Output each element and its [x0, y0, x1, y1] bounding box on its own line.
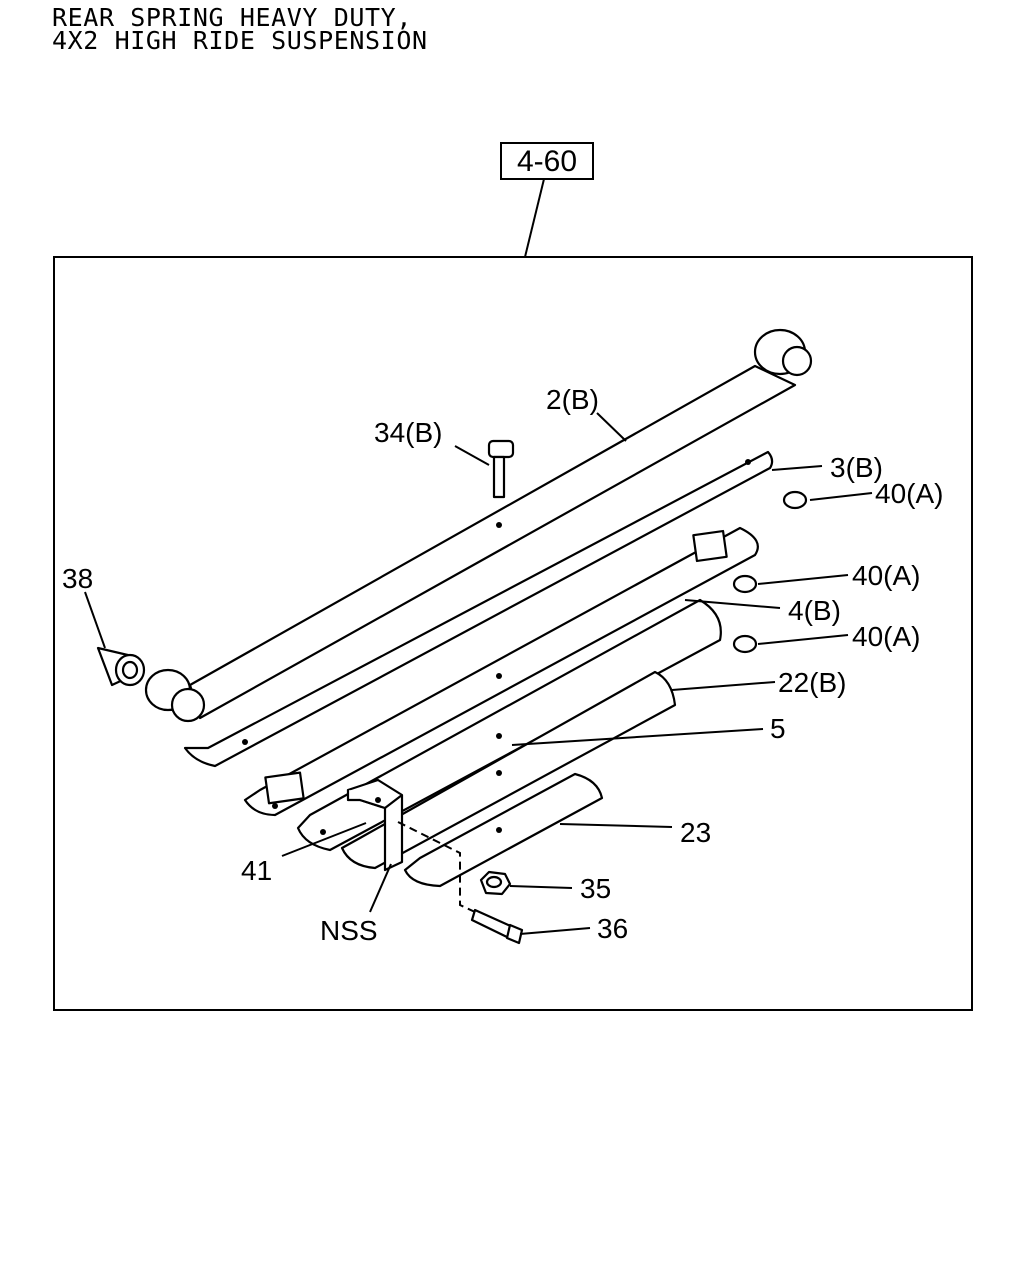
callout-nss: NSS	[320, 915, 378, 946]
callout-40a-3: 40(A)	[852, 621, 920, 652]
third-leaf-part[interactable]	[243, 526, 759, 817]
callout-35: 35	[580, 873, 611, 904]
pad-part-1[interactable]	[782, 490, 808, 510]
callout-36: 36	[597, 913, 628, 944]
bolt-part[interactable]	[397, 821, 524, 945]
bottom-leaf-part[interactable]	[403, 772, 604, 888]
title-line-2: 4X2 HIGH RIDE SUSPENSION	[52, 26, 428, 55]
callout-3b: 3(B)	[830, 452, 883, 483]
center-bracket-part[interactable]	[346, 778, 404, 872]
callout-40a-2: 40(A)	[852, 560, 920, 591]
callout-40a-1: 40(A)	[875, 478, 943, 509]
title-line-1: REAR SPRING HEAVY DUTY,	[52, 3, 412, 32]
pad-part-3[interactable]	[732, 634, 758, 654]
callout-2b: 2(B)	[546, 384, 599, 415]
callout-4b: 4(B)	[788, 595, 841, 626]
pad-part-2[interactable]	[732, 574, 758, 594]
center-bolt-part[interactable]	[487, 439, 515, 499]
second-leaf-part[interactable]	[183, 450, 774, 768]
diagram-frame	[53, 256, 973, 1011]
callout-23: 23	[680, 817, 711, 848]
fourth-leaf-part[interactable]	[296, 598, 722, 852]
callout-34b: 34(B)	[374, 417, 442, 448]
fifth-leaf-part[interactable]	[340, 670, 677, 870]
reference-label: 4-60	[517, 145, 577, 178]
reference-leader	[524, 178, 545, 258]
nut-part[interactable]	[479, 870, 512, 896]
callout-22b: 22(B)	[778, 667, 846, 698]
diagram-title: REAR SPRING HEAVY DUTY, 4X2 HIGH RIDE SU…	[52, 3, 428, 55]
main-leaf-part[interactable]	[144, 328, 813, 723]
callout-5: 5	[770, 713, 786, 744]
bushing-part[interactable]	[96, 646, 146, 687]
leader-lines	[84, 412, 873, 935]
reference-box[interactable]: 4-60	[500, 142, 594, 180]
callout-41: 41	[241, 855, 272, 886]
callout-38: 38	[62, 563, 93, 594]
